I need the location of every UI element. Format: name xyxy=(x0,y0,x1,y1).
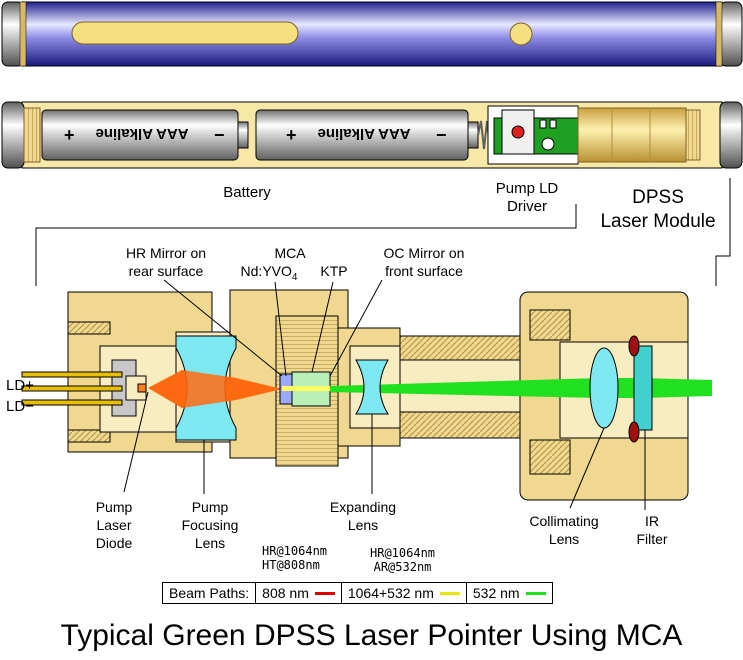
hr-mirror-label: HR Mirror on rear surface xyxy=(110,244,222,280)
legend-item-808: 808 nm xyxy=(256,583,342,603)
collimating-lens xyxy=(589,347,619,429)
hr-coating-line-2: HT@808nm xyxy=(262,558,320,572)
hr-coating-line-1: HR@1064nm xyxy=(262,544,328,558)
mca-label: MCA xyxy=(274,245,306,261)
pump-beam-through-lens xyxy=(182,370,236,408)
ld-plus-label: LD+ xyxy=(6,377,34,394)
legend-item-808-label: 808 nm xyxy=(262,585,309,601)
output-housing-thread-bottom xyxy=(529,439,571,475)
svg-text:−: − xyxy=(436,125,447,145)
ir-filter-label: IR Filter xyxy=(628,512,676,548)
pump-laser-diode-package xyxy=(21,359,147,417)
ld-housing-thread-bottom xyxy=(67,429,111,443)
ir-filter xyxy=(633,345,653,431)
pump-laser-diode-line-1: Pump xyxy=(95,499,133,515)
battery-1-label: AAA Alkaline xyxy=(95,125,188,142)
pointer-end-cap-right xyxy=(719,1,743,67)
pump-ld-driver-line-1: Pump LD xyxy=(495,180,559,197)
ir-filter-oring-top xyxy=(628,335,640,357)
svg-text:−: − xyxy=(214,125,225,145)
cutaway-end-cap-left xyxy=(1,101,25,169)
pump-ld-driver-line-2: Driver xyxy=(507,198,547,215)
expanding-lens-label: Expanding Lens xyxy=(318,498,408,534)
svg-text:+: + xyxy=(286,125,297,145)
oc-coating-line-1: HR@1064nm xyxy=(370,546,436,560)
pump-focusing-lens-line-2: Focusing xyxy=(181,517,239,533)
dpss-module-line-2: Laser Module xyxy=(600,211,716,232)
pump-laser-diode-line-3: Diode xyxy=(95,535,133,551)
beam-paths-legend: Beam Paths: 808 nm 1064+532 nm 532 nm xyxy=(162,582,553,604)
intracavity-beam xyxy=(282,386,342,391)
dpss-module-line-1: DPSS xyxy=(632,187,684,208)
ktp-label: KTP xyxy=(320,263,348,279)
legend-item-532-label: 532 nm xyxy=(472,585,520,601)
pump-ld-driver-label: Pump LD Driver xyxy=(482,180,572,216)
hr-mirror-line-1: HR Mirror on xyxy=(125,245,207,261)
pump-ld-driver-board xyxy=(487,105,579,165)
expanding-lens xyxy=(355,359,389,415)
legend-item-1064-532: 1064+532 nm xyxy=(342,583,467,603)
legend-swatch-532 xyxy=(525,591,546,595)
pointer-brass-band-left xyxy=(19,1,27,67)
dpss-module-body xyxy=(577,107,687,163)
collimating-lens-line-1: Collimating xyxy=(529,513,599,529)
cutaway-thread-left xyxy=(23,107,41,163)
ir-filter-line-2: Filter xyxy=(636,531,668,547)
pump-focusing-lens-line-3: Lens xyxy=(194,535,226,551)
pump-focusing-lens-label: Pump Focusing Lens xyxy=(170,498,250,552)
output-housing-thread-top xyxy=(529,309,571,341)
legend-title-cell: Beam Paths: xyxy=(163,583,257,603)
battery-2-label: AAA Alkaline xyxy=(317,125,410,142)
expanding-lens-line-1: Expanding xyxy=(329,499,397,515)
pointer-button xyxy=(509,22,533,46)
pump-focusing-lens-line-1: Pump xyxy=(191,499,229,515)
pointer-clip-slot xyxy=(71,21,299,45)
hr-mirror-line-2: rear surface xyxy=(128,263,204,279)
svg-text:+: + xyxy=(64,125,75,145)
oc-mirror-line-1: OC Mirror on xyxy=(383,245,465,261)
ndyvo4-label: Nd:YVO4 xyxy=(232,262,306,287)
legend-item-532: 532 nm xyxy=(467,583,552,603)
oc-mirror-line-2: front surface xyxy=(385,263,463,279)
pump-laser-diode-line-2: Laser xyxy=(96,517,132,533)
oc-coating-line-2: AR@532nm xyxy=(373,560,432,574)
cutaway-end-cap-right xyxy=(719,101,743,169)
cutaway-pointer: + − AAA Alkaline + − AAA Alkaline xyxy=(1,101,743,169)
ndyvo4-text: Nd:YVO xyxy=(240,263,292,279)
hr-coating-spec: HR@1064nm HT@808nm xyxy=(262,544,327,572)
oc-coating-spec: HR@1064nm AR@532nm xyxy=(370,546,435,574)
module-bracket xyxy=(35,178,731,286)
ld-housing-thread-top xyxy=(67,321,111,335)
collimating-lens-line-2: Lens xyxy=(548,531,580,547)
ir-filter-line-1: IR xyxy=(645,513,659,529)
module-cross-section xyxy=(21,289,712,501)
battery-1: + − AAA Alkaline xyxy=(41,109,249,161)
legend-item-1064-532-label: 1064+532 nm xyxy=(347,585,434,601)
pointer-brass-band-right xyxy=(715,1,723,67)
collimating-lens-label: Collimating Lens xyxy=(518,512,610,548)
leader-lines xyxy=(123,279,646,510)
legend-swatch-1064-532 xyxy=(439,591,460,595)
expanding-lens-line-2: Lens xyxy=(347,517,379,533)
ir-filter-oring-bottom xyxy=(628,421,640,443)
dpss-module-label: DPSS Laser Module xyxy=(588,186,728,234)
assembled-pointer xyxy=(1,1,743,67)
oc-mirror-label: OC Mirror on front surface xyxy=(368,244,480,280)
battery-2: + − AAA Alkaline xyxy=(255,109,479,161)
legend-swatch-808 xyxy=(314,591,335,595)
diagram-title: Typical Green DPSS Laser Pointer Using M… xyxy=(60,619,683,652)
battery-label: Battery xyxy=(223,184,271,201)
pump-laser-diode-label: Pump Laser Diode xyxy=(82,498,146,552)
legend-title: Beam Paths: xyxy=(169,585,250,601)
ndyvo4-subscript: 4 xyxy=(291,271,298,283)
ld-minus-label: LD− xyxy=(6,398,34,415)
